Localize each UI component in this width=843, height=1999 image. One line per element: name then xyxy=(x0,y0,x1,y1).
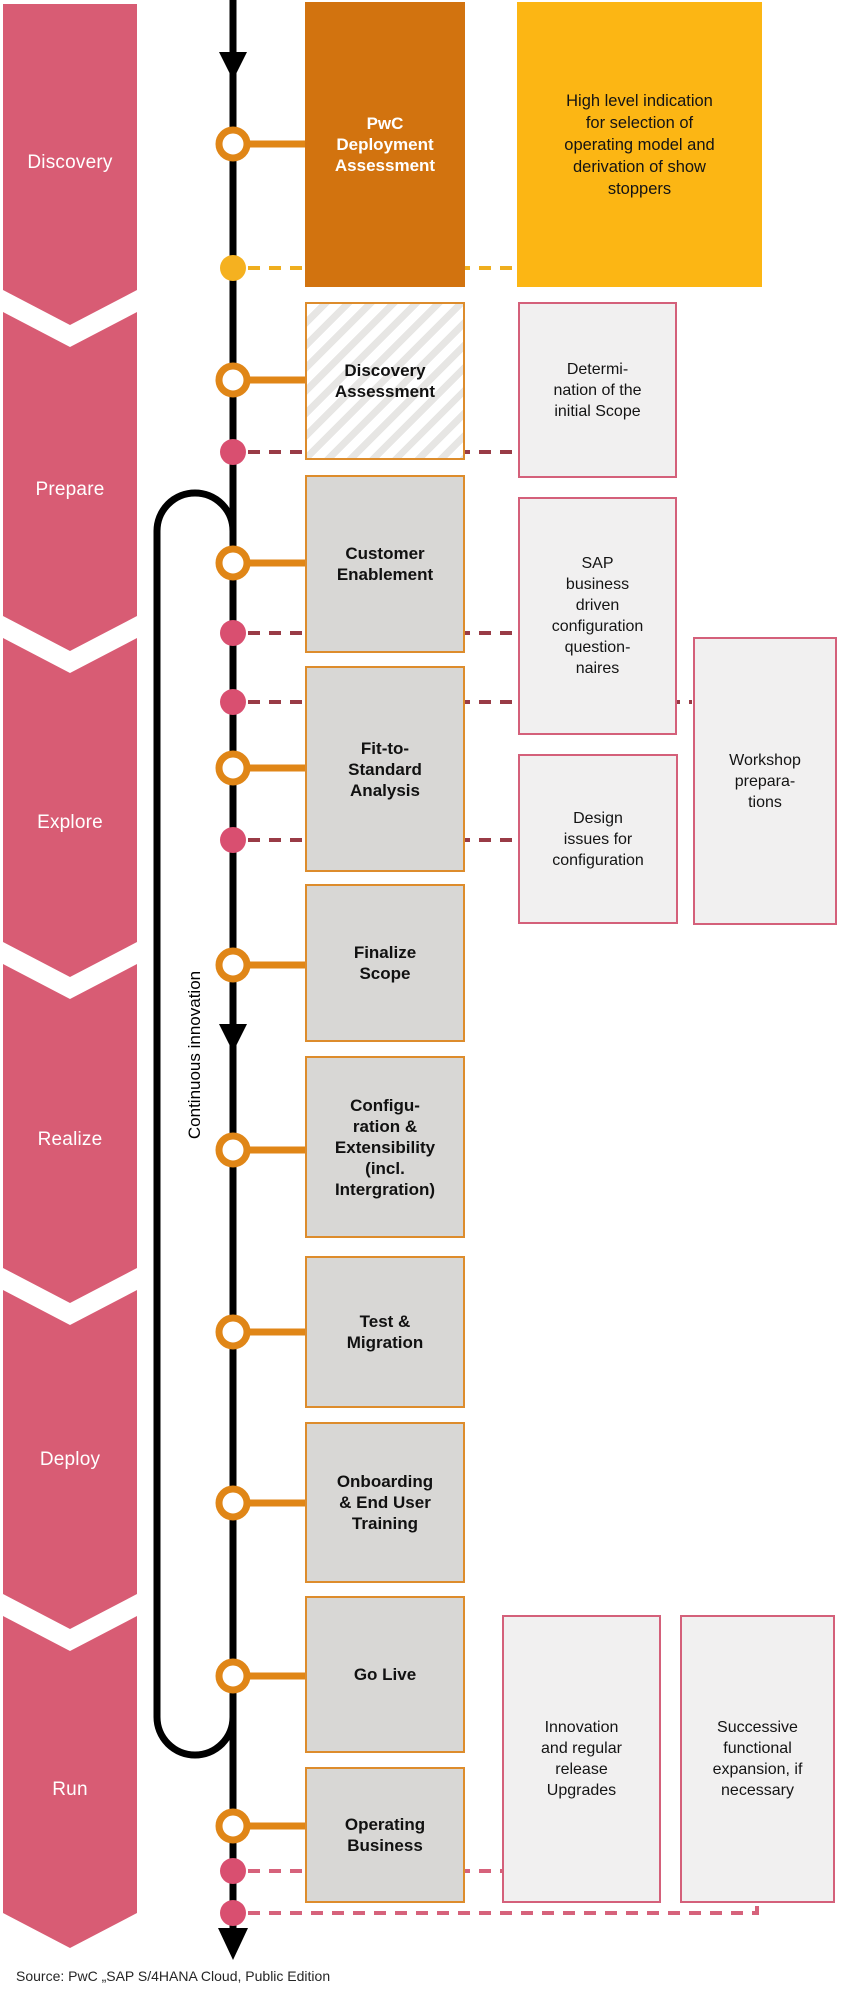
gate-dot-yellow-icon xyxy=(220,255,246,281)
phase-label-run: Run xyxy=(52,1779,88,1800)
phase-label-deploy: Deploy xyxy=(39,1449,101,1470)
activity-box-customer-enablement: Customer Enablement xyxy=(305,475,465,653)
phase-label-prepare: Prepare xyxy=(35,479,105,500)
activity-box-configuration-extensibility: Configu- ration & Extensibility (incl. I… xyxy=(305,1056,465,1238)
phase-chevron-prepare xyxy=(3,312,137,651)
activity-box-test-migration: Test & Migration xyxy=(305,1256,465,1408)
phase-chevron-run xyxy=(3,1616,137,1948)
arrow-down-icon xyxy=(218,1928,248,1960)
annotation-innovation-upgrades: Innovation and regular release Upgrades xyxy=(502,1615,661,1903)
annotation-high-level-indication: High level indication for selection of o… xyxy=(517,2,762,287)
phase-label-realize: Realize xyxy=(37,1129,103,1150)
annotation-successive-expansion: Successive functional expansion, if nece… xyxy=(680,1615,835,1903)
annotation-sap-questionnaires: SAP business driven configuration questi… xyxy=(518,497,677,735)
activity-box-go-live: Go Live xyxy=(305,1596,465,1753)
continuous-innovation-label: Continuous innovation xyxy=(185,970,204,1140)
arrow-down-icon xyxy=(219,52,247,80)
activity-box-finalize-scope: Finalize Scope xyxy=(305,884,465,1042)
activity-box-discovery-assessment: Discovery Assessment xyxy=(305,302,465,460)
activity-box-operating-business: Operating Business xyxy=(305,1767,465,1903)
source-note: Source: PwC „SAP S/4HANA Cloud, Public E… xyxy=(16,1968,331,1984)
annotation-initial-scope: Determi- nation of the initial Scope xyxy=(518,302,677,478)
arrow-down-icon xyxy=(219,1024,247,1052)
phase-chevron-realize xyxy=(3,964,137,1303)
phase-label-explore: Explore xyxy=(37,812,103,833)
gate-dot-pink-icons xyxy=(220,439,246,1926)
milestone-ring-icons xyxy=(215,126,251,1844)
annotation-design-issues: Design issues for configuration xyxy=(518,754,678,924)
activity-connectors xyxy=(233,140,306,1830)
phase-chevron-explore xyxy=(3,638,137,977)
activity-box-onboarding-training: Onboarding & End User Training xyxy=(305,1422,465,1583)
activity-box-fit-to-standard-analysis: Fit-to- Standard Analysis xyxy=(305,666,465,872)
annotation-workshop-preparations: Workshop prepara- tions xyxy=(693,637,837,925)
activity-box-pwc-deployment-assessment: PwC Deployment Assessment xyxy=(305,2,465,287)
phase-chevron-discovery xyxy=(3,4,137,325)
phase-label-discovery: Discovery xyxy=(27,152,113,173)
innovation-loop-line xyxy=(153,489,237,1759)
phase-chevron-deploy xyxy=(3,1290,137,1629)
dependency-dash-pink xyxy=(248,1903,759,1915)
